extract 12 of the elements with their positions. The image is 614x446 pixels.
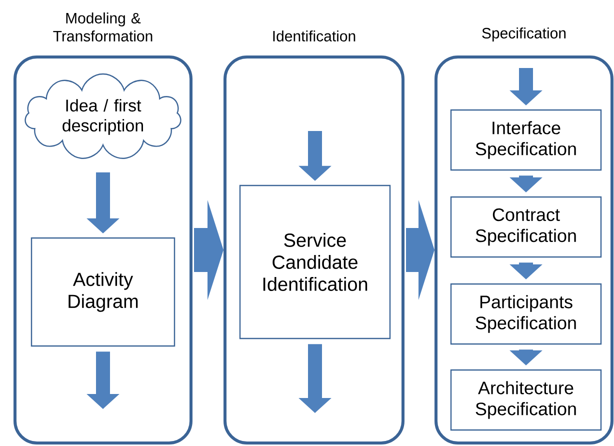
stage-heading: Specification xyxy=(482,27,566,42)
stage-arrow xyxy=(194,200,224,300)
stage-arrow xyxy=(406,200,434,300)
process-box: Participants Specification xyxy=(450,283,602,345)
process-box: Interface Specification xyxy=(450,109,602,171)
process-box: Activity Diagram xyxy=(30,237,176,347)
process-box: Service Candidate Identification xyxy=(239,184,391,340)
idea-cloud: Idea / first description xyxy=(24,73,182,159)
stage-heading: Modeling & Transformation xyxy=(53,12,152,42)
stage-heading: Identification xyxy=(273,30,356,42)
process-box: Contract Specification xyxy=(450,196,602,258)
process-box: Architecture Specification xyxy=(450,369,602,431)
